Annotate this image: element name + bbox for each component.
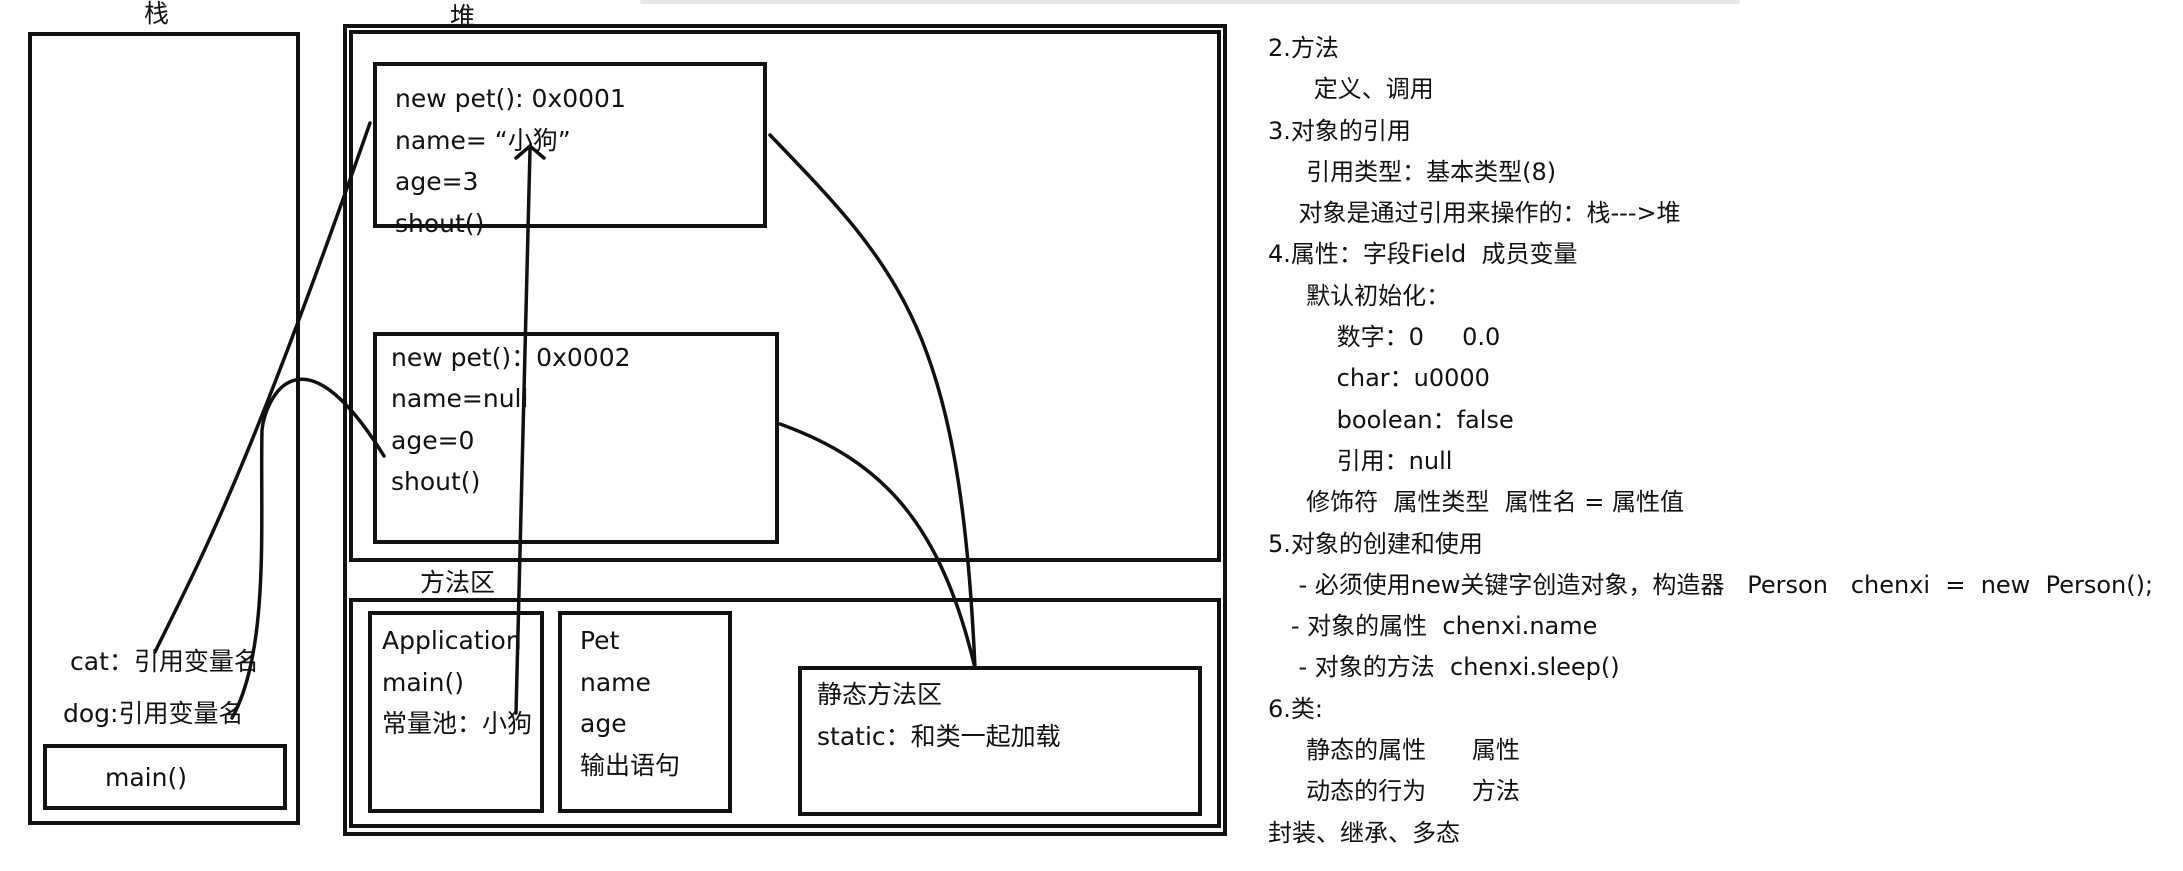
dog-reference-line	[230, 377, 386, 720]
note-line: 对象是通过引用来操作的：栈--->堆	[1268, 199, 1681, 228]
pet-output-statement: 输出语句	[580, 751, 680, 780]
obj2-name-field: name=null	[391, 384, 528, 413]
stack-region	[28, 32, 300, 825]
note-line: 动态的行为 方法	[1268, 777, 1520, 806]
obj1-shout-method: shout()	[395, 209, 484, 238]
note-line: - 对象的方法 chenxi.sleep()	[1268, 653, 1620, 682]
pet-class-name: Pet	[580, 626, 620, 655]
method-area-label: 方法区	[420, 568, 495, 597]
obj1-name-field: name= “小狗”	[395, 126, 571, 155]
obj2-class-link-line	[778, 422, 977, 670]
obj1-age-field: age=3	[395, 167, 478, 196]
memory-diagram: 栈 堆 方法区 cat：引用变量名 dog:引用变量名 main() new p…	[28, 0, 1227, 836]
constant-pool-reference-line	[514, 148, 532, 715]
obj2-age-field: age=0	[391, 426, 474, 455]
application-class-name: Application	[382, 626, 522, 655]
pet-object-0x0002	[373, 332, 779, 544]
note-line: 数字：0 0.0	[1268, 323, 1501, 352]
stack-label: 栈	[144, 0, 169, 28]
obj2-header: new pet()：0x0002	[391, 343, 631, 372]
static-area-title: 静态方法区	[817, 680, 942, 709]
note-line: 3.对象的引用	[1268, 116, 1411, 145]
note-line: - 必须使用new关键字创造对象，构造器 Person chenxi = new…	[1268, 570, 2154, 599]
note-line: - 对象的属性 chenxi.name	[1268, 612, 1598, 641]
note-line: 4.属性：字段Field 成员变量	[1268, 240, 1578, 269]
heap-region	[349, 30, 1221, 562]
note-line: 定义、调用	[1268, 75, 1434, 104]
note-line: 2.方法	[1268, 34, 1339, 62]
note-line: 默认初始化：	[1268, 281, 1451, 310]
note-line: 封装、继承、多态	[1268, 818, 1460, 847]
note-line: 静态的属性 属性	[1268, 736, 1520, 765]
note-line: 6.类:	[1268, 694, 1323, 723]
cat-reference-line	[153, 121, 372, 654]
note-line: 引用：null	[1268, 446, 1453, 475]
application-class-box	[368, 611, 544, 813]
notes-panel: 2.方法 定义、调用 3.对象的引用 引用类型：基本类型(8) 对象是通过引用来…	[1268, 28, 2173, 854]
dog-reference-label: dog:引用变量名	[63, 699, 243, 728]
application-constant-pool: 常量池：小狗	[382, 709, 532, 738]
obj1-header: new pet(): 0x0001	[395, 84, 626, 113]
heap-label: 堆	[450, 2, 475, 31]
note-line: 修饰符 属性类型 属性名 = 属性值	[1268, 488, 1685, 517]
note-line: 引用类型：基本类型(8)	[1268, 157, 1557, 186]
pet-name-field: name	[580, 668, 651, 697]
main-frame-box	[43, 744, 287, 810]
note-line: boolean：false	[1268, 405, 1514, 434]
application-main-method: main()	[382, 668, 464, 697]
pet-object-0x0001	[373, 62, 767, 228]
method-area-region	[349, 598, 1221, 828]
note-line: 5.对象的创建和使用	[1268, 529, 1483, 558]
static-area-description: static：和类一起加载	[817, 722, 1061, 751]
arrowhead-icon	[514, 143, 546, 160]
window-top-edge	[640, 0, 1740, 4]
pet-class-box	[558, 611, 732, 813]
heap-outer-frame	[343, 24, 1227, 836]
cat-reference-label: cat：引用变量名	[70, 647, 259, 676]
main-frame-label: main()	[105, 763, 187, 792]
note-line: char：u0000	[1268, 364, 1490, 393]
static-method-area-box	[798, 666, 1202, 816]
pet-age-field: age	[580, 709, 627, 738]
obj1-class-link-line	[768, 133, 977, 670]
obj2-shout-method: shout()	[391, 467, 480, 496]
